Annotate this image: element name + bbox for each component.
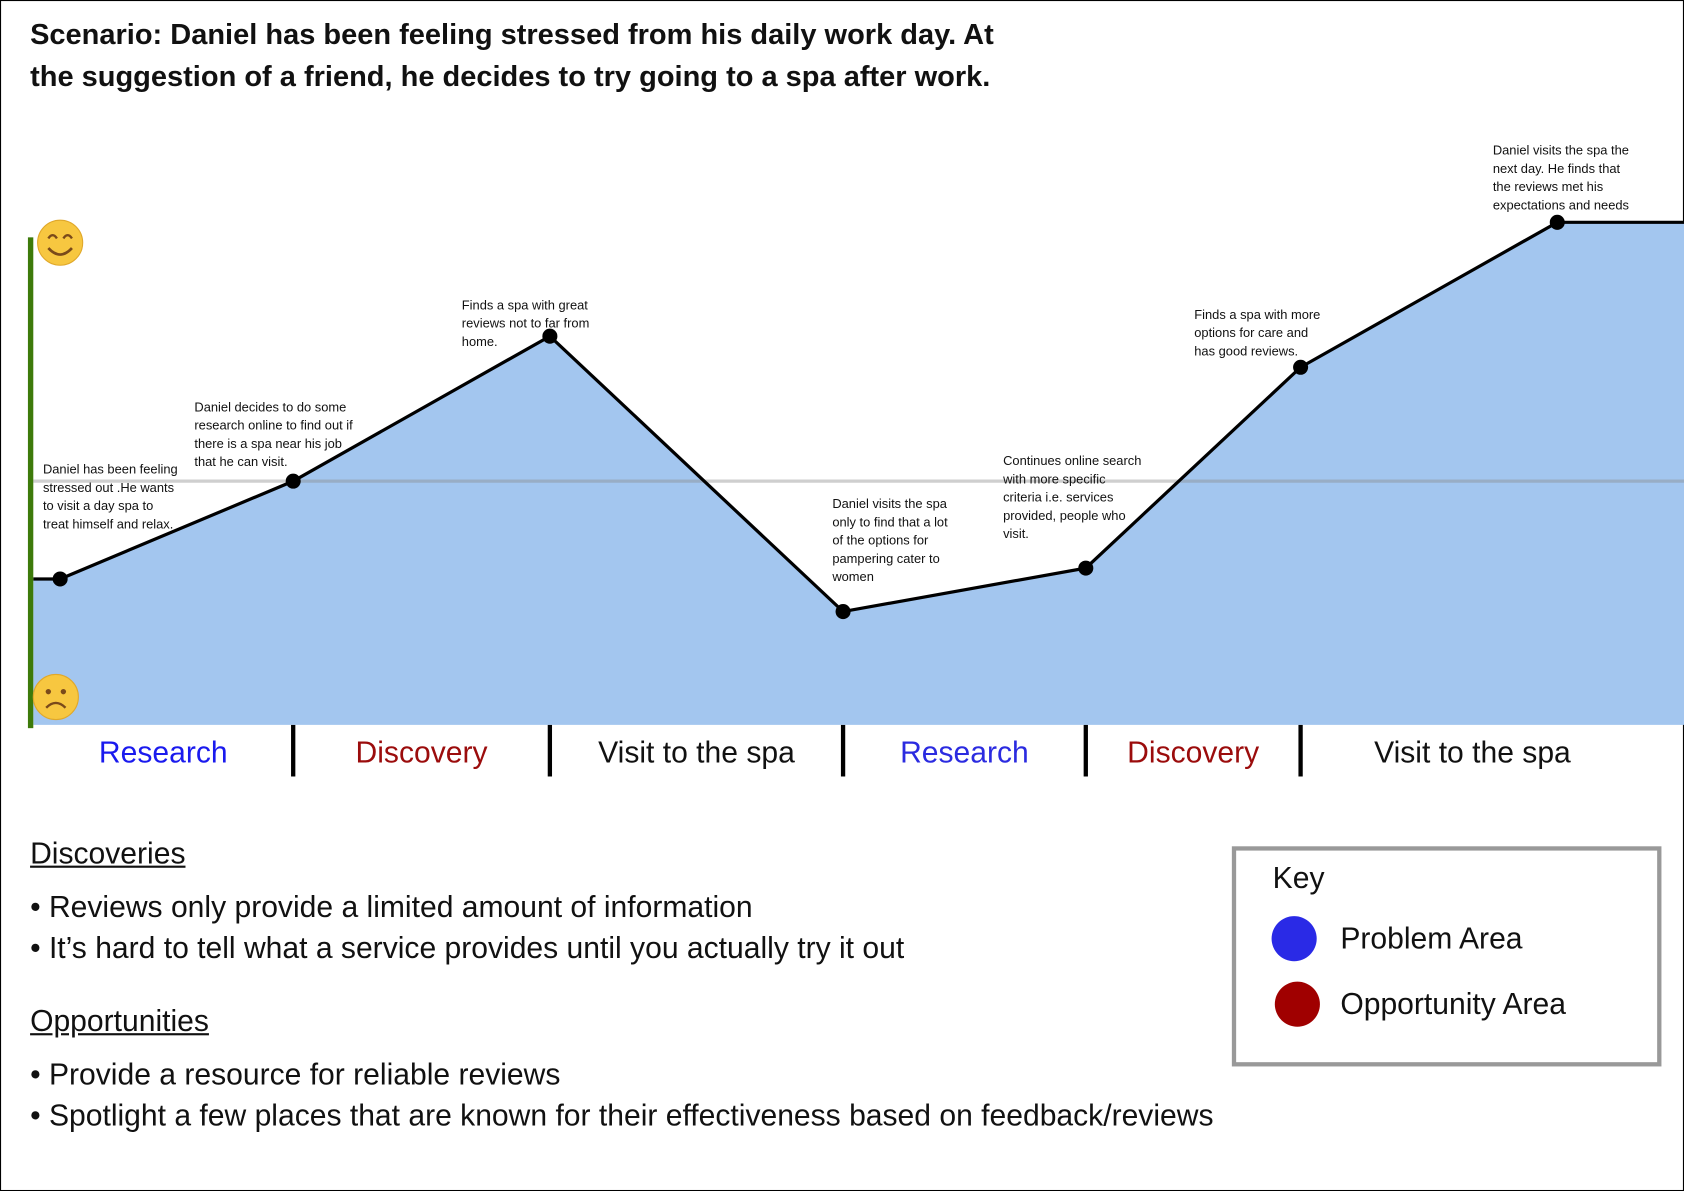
note-line: to visit a day spa to (42, 498, 154, 514)
phase-label: Discovery (1127, 735, 1260, 769)
journey-point (1078, 560, 1094, 576)
note-line: next day. He finds that (1492, 161, 1621, 177)
journey-point (542, 328, 558, 344)
note-line: Daniel visits the spa the (1492, 142, 1629, 158)
note-line: reviews not to far from (461, 315, 590, 331)
smiling-face-icon (37, 219, 84, 266)
phase-divider (1298, 724, 1303, 777)
note-line: of the options for (832, 532, 929, 548)
journey-point (1549, 214, 1565, 230)
note-line: the reviews met his (1492, 179, 1604, 195)
phase-label: Visit to the spa (1374, 735, 1571, 769)
note-line: there is a spa near his job (194, 436, 342, 452)
journey-note: Finds a spa with great reviews not to far… (462, 296, 590, 351)
note-line: that he can visit. (194, 454, 288, 470)
note-line: Continues online search (1003, 453, 1142, 469)
note-line: Daniel visits the spa (832, 496, 947, 512)
journey-note: Daniel visits the spa the next day. He fi… (1493, 142, 1629, 215)
note-line: has good reviews. (1194, 343, 1299, 359)
discovery-item: • Reviews only provide a limited amount … (30, 890, 753, 924)
phase-divider (1083, 724, 1088, 777)
note-line: women (832, 569, 874, 585)
frowning-face-icon (32, 673, 79, 721)
opportunity-item: • Spotlight a few places that are known … (30, 1098, 1214, 1132)
journey-point (835, 604, 851, 620)
note-line: options for care and (1194, 325, 1309, 341)
journey-point (1293, 359, 1309, 375)
key-legend: Key Problem Area Opportunity Area (1231, 846, 1662, 1067)
journey-note: Continues online search with more specifi… (1003, 452, 1141, 543)
opportunities-heading: Opportunities (30, 1004, 209, 1038)
journey-note: Daniel decides to do some research online… (194, 398, 352, 471)
problem-area-swatch (1271, 916, 1317, 962)
phase-label: Visit to the spa (598, 735, 795, 769)
note-line: pampering cater to (832, 550, 940, 566)
note-line: research online to find out if (194, 417, 353, 433)
note-line: expectations and needs (1492, 197, 1629, 213)
note-line: home. (461, 334, 498, 350)
journey-note: Daniel visits the spa only to find that a… (832, 495, 947, 586)
journey-note: Finds a spa with more options for care an… (1194, 306, 1320, 361)
note-line: treat himself and relax. (42, 516, 174, 532)
opportunity-area-label: Opportunity Area (1340, 986, 1566, 1021)
discoveries-heading: Discoveries (30, 836, 186, 870)
note-line: Daniel has been feeling (42, 461, 178, 477)
note-line: visit. (1003, 526, 1029, 542)
note-line: provided, people who (1003, 507, 1126, 524)
journey-point (285, 473, 301, 489)
note-line: Finds a spa with more (1194, 307, 1321, 323)
phase-label: Research (900, 735, 1029, 769)
journey-note: Daniel has been feeling stressed out .He … (43, 461, 178, 534)
scenario-line-2: the suggestion of a friend, he decides t… (30, 60, 991, 93)
phase-divider (291, 724, 296, 777)
note-line: with more specific (1003, 471, 1106, 487)
phase-label: Research (98, 735, 228, 769)
note-line: Finds a spa with great (461, 297, 588, 313)
mood-area (33, 222, 1684, 725)
note-line: criteria i.e. services (1003, 489, 1114, 505)
opportunity-area-swatch (1274, 981, 1320, 1027)
note-line: stressed out .He wants (42, 480, 175, 496)
phase-divider (840, 724, 846, 777)
key-title: Key (1272, 861, 1325, 895)
note-line: only to find that a lot (832, 514, 948, 530)
mood-axis (27, 237, 34, 729)
opportunity-item: • Provide a resource for reliable review… (30, 1057, 561, 1092)
scenario-line-1: Scenario: Daniel has been feeling stress… (30, 18, 994, 51)
scenario-title: Scenario: Daniel has been feeling stress… (30, 14, 1061, 98)
discovery-item: • It’s hard to tell what a service provi… (30, 931, 905, 965)
journey-chart (27, 214, 1684, 777)
problem-area-label: Problem Area (1340, 921, 1523, 955)
phase-label: Discovery (355, 735, 488, 769)
phase-divider (547, 724, 553, 777)
note-line: Daniel decides to do some (194, 399, 347, 415)
journey-point (52, 571, 68, 587)
